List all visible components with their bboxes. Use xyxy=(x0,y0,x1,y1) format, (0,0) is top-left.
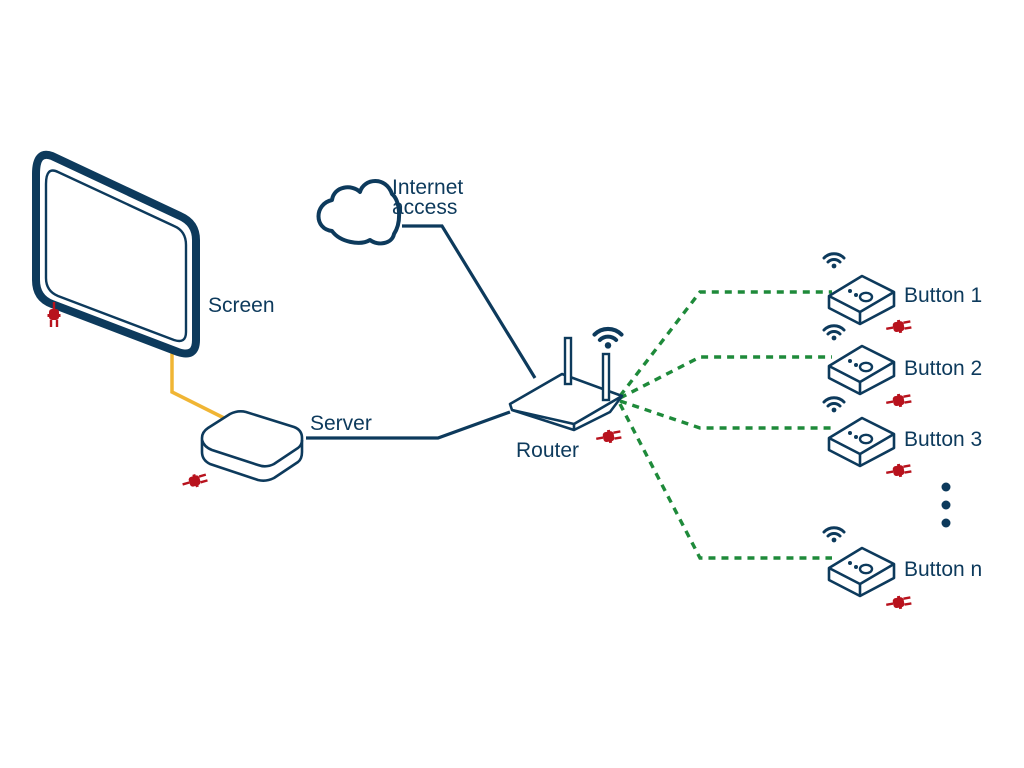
screen-label: Screen xyxy=(208,294,275,317)
button-3-label: Button 3 xyxy=(904,428,982,451)
wifi-icon xyxy=(595,329,622,349)
internet-label-line1: Internet xyxy=(392,176,463,199)
server-router-line xyxy=(306,410,511,440)
power-plug-icon xyxy=(883,460,914,481)
wifi-icon xyxy=(822,252,846,270)
power-plug-icon xyxy=(883,390,914,411)
wireless-button-icon xyxy=(827,274,896,326)
power-plug-icon xyxy=(883,316,914,337)
video-cable-line xyxy=(170,352,229,422)
server-device xyxy=(179,410,304,492)
power-plug-icon xyxy=(593,426,624,447)
router-label: Router xyxy=(516,439,579,462)
cloud-icon xyxy=(316,179,401,246)
vertical-ellipsis-icon xyxy=(941,482,951,528)
wireless-link-n xyxy=(618,403,832,560)
wireless-link-2 xyxy=(619,355,832,400)
router-device xyxy=(508,329,624,447)
power-plug-icon xyxy=(883,592,914,613)
power-plug-icon xyxy=(179,470,210,492)
internet-router-line xyxy=(402,224,537,379)
wireless-link-3 xyxy=(619,399,832,430)
wireless-link-1 xyxy=(618,290,832,398)
server-label: Server xyxy=(310,412,372,435)
wireless-button-icon xyxy=(827,416,896,468)
button-2-label: Button 2 xyxy=(904,357,982,380)
internet-label-line2: access xyxy=(392,196,457,219)
wifi-icon xyxy=(822,324,846,342)
wireless-button-icon xyxy=(827,344,896,396)
wireless-links xyxy=(618,290,832,560)
button-1-label: Button 1 xyxy=(904,284,982,307)
server-box-icon xyxy=(200,410,304,482)
screen-device xyxy=(32,150,200,358)
wireless-button-icon xyxy=(827,546,896,598)
button-device-1 xyxy=(822,252,914,337)
button-device-3 xyxy=(822,396,914,481)
wifi-icon xyxy=(822,396,846,414)
button-device-n xyxy=(822,526,914,613)
monitor-icon xyxy=(32,150,200,358)
wifi-icon xyxy=(822,526,846,544)
button-n-label: Button n xyxy=(904,558,982,581)
